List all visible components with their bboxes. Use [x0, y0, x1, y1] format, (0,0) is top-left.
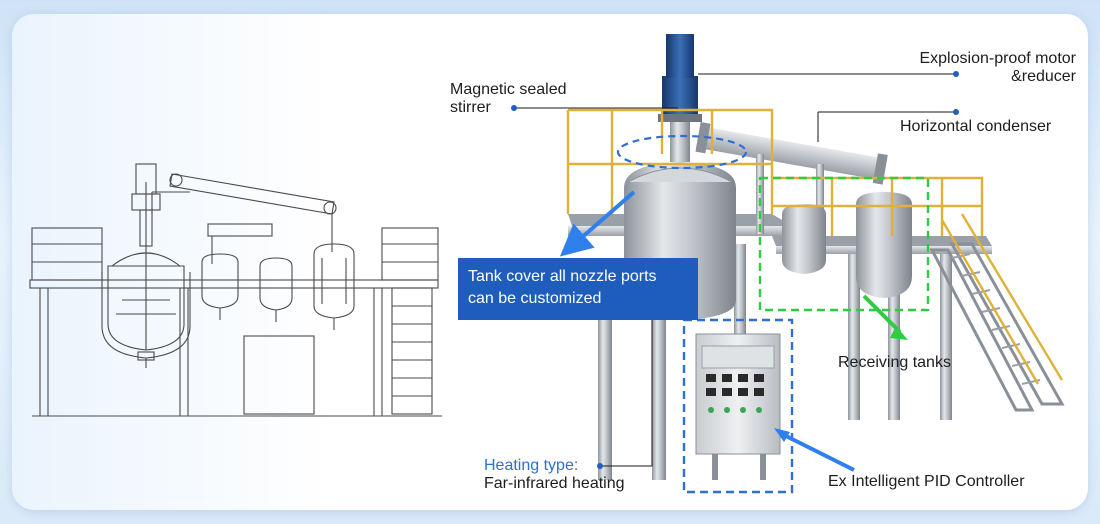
stirrer-highlight — [616, 134, 748, 170]
stirrer-label-dot — [511, 105, 517, 111]
heating-type-title: Heating type: — [484, 457, 579, 474]
heating-type-value: Far-infrared heating — [484, 475, 625, 492]
nozzle-callout: Tank cover all nozzle ports can be custo… — [458, 258, 698, 320]
support-leg — [652, 284, 666, 480]
motor-label: Explosion-proof motor &reducer — [919, 50, 1076, 85]
stairs — [929, 213, 1065, 412]
motor — [666, 34, 694, 78]
motor-label-dot — [953, 71, 959, 77]
receiving-label: Receiving tanks — [838, 354, 951, 371]
safety-railing — [566, 108, 984, 236]
condenser-label: Horizontal condenser — [900, 118, 1052, 135]
heating-label: Heating type: Far-infrared heating — [484, 457, 625, 493]
condenser-label-dot — [953, 109, 959, 115]
control-panel — [695, 333, 781, 480]
receiving-arrow — [862, 294, 902, 334]
controller-highlight — [682, 318, 794, 494]
support-leg — [940, 250, 952, 420]
controller-label: Ex Intelligent PID Controller — [828, 473, 1025, 490]
stirrer-label: Magnetic sealed stirrer — [450, 81, 567, 116]
heating-label-dot — [597, 463, 603, 469]
controller-arrow — [781, 432, 855, 472]
receiving-tank — [856, 192, 912, 298]
technical-drawing — [29, 163, 442, 417]
receiving-tank — [782, 204, 826, 274]
condenser — [696, 126, 888, 181]
support-leg — [848, 250, 860, 420]
product-card: Explosion-proof motor &reducer Magnetic … — [12, 14, 1088, 510]
nozzle-arrow — [559, 190, 636, 257]
support-leg — [598, 284, 612, 480]
receiving-tanks-highlight — [758, 176, 930, 312]
